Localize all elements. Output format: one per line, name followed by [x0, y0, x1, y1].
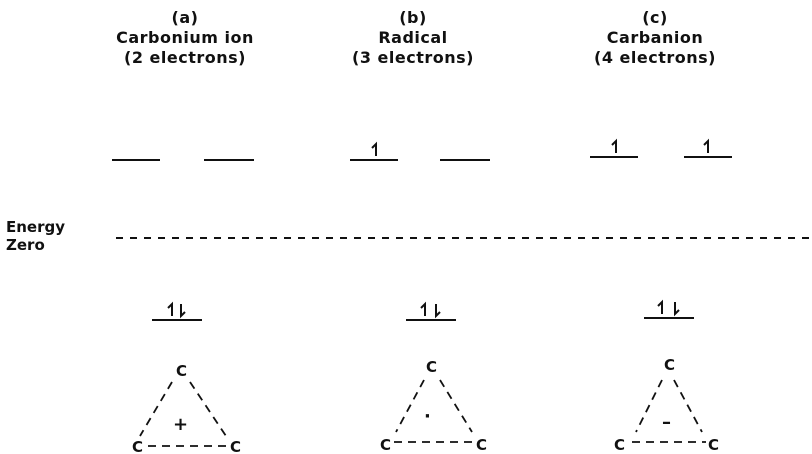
- column-a-bond-left: [139, 381, 173, 437]
- column-b-atom-top: C: [426, 358, 437, 376]
- column-a-electrons: (2 electrons): [124, 48, 246, 67]
- column-b-triangle: C C C ·: [380, 358, 487, 454]
- column-c-bond-right: [673, 379, 703, 433]
- column-a-lower-electron-up: [167, 301, 173, 316]
- column-c-atom-right: C: [708, 436, 719, 454]
- column-c-lower-electron-down: [674, 302, 680, 317]
- column-c-upper-electron-left: [611, 138, 617, 153]
- column-b-letter: (b): [399, 8, 427, 27]
- column-c-lower-electron-up: [657, 299, 663, 314]
- column-b-charge: ·: [424, 406, 431, 427]
- column-b-bond-right: [439, 379, 473, 433]
- column-a-lower-electron-down: [180, 304, 186, 319]
- column-b-upper-electron-up: [371, 141, 377, 156]
- column-a-header: (a) Carbonium ion (2 electrons): [80, 8, 290, 68]
- column-b-name: Radical: [378, 28, 448, 47]
- column-a-bond-right: [189, 381, 227, 437]
- column-a-atom-right: C: [230, 438, 241, 454]
- column-c-triangle: C C C –: [614, 356, 719, 454]
- energy-zero-label: Energy Zero: [6, 218, 65, 254]
- column-c-upper-electron-right: [703, 138, 709, 153]
- column-a-charge: +: [173, 414, 188, 435]
- column-b-lower-electron-down: [435, 304, 441, 319]
- column-a-triangle: C C C +: [132, 362, 241, 454]
- column-c-charge: –: [662, 412, 671, 433]
- column-c-name: Carbanion: [606, 28, 704, 47]
- column-b-bond-left: [395, 379, 425, 433]
- column-c-atom-top: C: [664, 356, 675, 374]
- column-b-header: (b) Radical (3 electrons): [318, 8, 508, 68]
- column-b-lower-electron-up: [420, 301, 426, 316]
- column-b-atom-left: C: [380, 436, 391, 454]
- column-c-bond-left: [635, 379, 663, 433]
- column-b-atom-right: C: [476, 436, 487, 454]
- column-c-electrons: (4 electrons): [594, 48, 716, 67]
- energy-label-line1: Energy: [6, 218, 66, 236]
- column-b-electrons: (3 electrons): [352, 48, 474, 67]
- column-a-atom-left: C: [132, 438, 143, 454]
- column-a-letter: (a): [171, 8, 199, 27]
- column-c-atom-left: C: [614, 436, 625, 454]
- energy-label-line2: Zero: [6, 236, 45, 254]
- column-c-letter: (c): [642, 8, 668, 27]
- column-a-atom-top: C: [176, 362, 187, 380]
- column-c-header: (c) Carbanion (4 electrons): [560, 8, 750, 68]
- column-a-name: Carbonium ion: [116, 28, 254, 47]
